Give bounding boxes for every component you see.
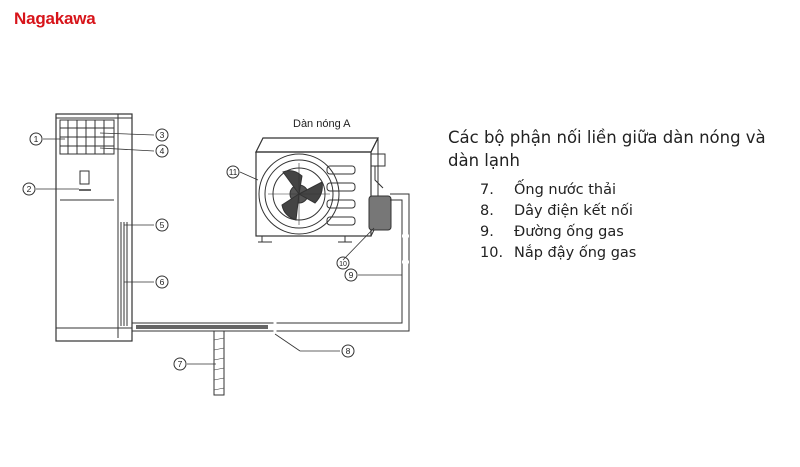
svg-text:3: 3 — [160, 130, 165, 140]
callout-1: 1 — [29, 132, 43, 146]
svg-text:9: 9 — [349, 270, 354, 280]
svg-text:7: 7 — [178, 359, 183, 369]
legend-item: 10. Nắp đậy ống gas — [480, 243, 798, 264]
svg-text:2: 2 — [27, 184, 32, 194]
legend-item-text: Ống nước thải — [514, 182, 617, 198]
legend-item-number: 10. — [480, 245, 504, 261]
callout-9: 9 — [344, 268, 358, 282]
legend-title: Các bộ phận nối liền giữa dàn nóng và dà… — [448, 128, 766, 170]
display-panel — [79, 170, 91, 191]
callout-6: 6 — [155, 275, 169, 289]
legend-item-text: Nắp đậy ống gas — [514, 245, 637, 261]
heat-exchanger-fins — [326, 165, 356, 226]
svg-text:8: 8 — [346, 346, 351, 356]
legend-item-text: Đường ống gas — [514, 224, 624, 240]
legend-list: 7. Ống nước thải 8. Dây điện kết nối 9. Đườ… — [448, 180, 798, 264]
legend-item: 9. Đường ống gas — [480, 222, 798, 243]
svg-text:4: 4 — [160, 146, 165, 156]
brand-logo: Nagakawa — [14, 9, 96, 28]
callout-2: 2 — [22, 182, 36, 196]
legend: Các bộ phận nối liền giữa dàn nóng và dà… — [448, 126, 798, 264]
legend-item-text: Dây điện kết nối — [514, 203, 633, 219]
outdoor-unit — [255, 137, 392, 243]
service-valve-box — [368, 153, 392, 231]
svg-text:10: 10 — [339, 261, 347, 268]
callout-8: 8 — [341, 344, 355, 358]
legend-item: 7. Ống nước thải — [480, 180, 798, 201]
outdoor-unit-label: Dàn nóng A — [293, 118, 351, 130]
callout-4: 4 — [155, 144, 169, 158]
callout-3: 3 — [155, 128, 169, 142]
callout-10: 10 — [336, 256, 350, 270]
drain-pipe — [213, 331, 225, 396]
refrigerant-pipes — [132, 193, 410, 334]
callout-7: 7 — [173, 357, 187, 371]
callout-5: 5 — [155, 218, 169, 232]
legend-item-number: 8. — [480, 203, 494, 219]
legend-item-number: 7. — [480, 182, 494, 198]
legend-item: 8. Dây điện kết nối — [480, 201, 798, 222]
indoor-unit — [55, 113, 133, 342]
side-panel — [120, 222, 128, 326]
leader-lines — [36, 132, 402, 365]
svg-text:6: 6 — [160, 277, 165, 287]
legend-item-number: 9. — [480, 224, 494, 240]
fan-icon — [258, 153, 340, 235]
svg-text:11: 11 — [229, 168, 238, 177]
svg-text:5: 5 — [160, 220, 165, 230]
air-outlet-grille — [59, 119, 115, 155]
svg-text:1: 1 — [34, 134, 39, 144]
callout-11: 11 — [226, 165, 240, 179]
